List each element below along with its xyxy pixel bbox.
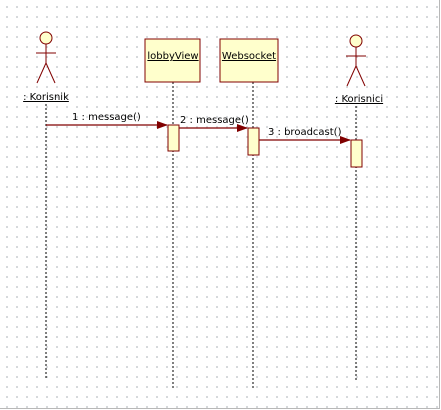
- activation-lobbyView[interactable]: [167, 124, 180, 152]
- message-1-arrowhead-icon: [157, 121, 168, 129]
- message-3-label: 3 : broadcast(): [268, 127, 342, 138]
- actor-korisnici-label: : Korisnici: [335, 94, 383, 105]
- websocket-box[interactable]: [219, 38, 279, 83]
- actor-korisnik-label: : Korisnik: [23, 92, 69, 103]
- activation-websocket[interactable]: [247, 127, 260, 156]
- message-2-label: 2 : message(): [180, 115, 249, 126]
- message-1-label: 1 : message(): [72, 112, 141, 123]
- websocket-label: Websocket: [222, 51, 276, 62]
- actor-korisnici-icon[interactable]: [346, 34, 366, 87]
- lobbyView-label: lobbyView: [147, 51, 198, 62]
- activation-korisnici[interactable]: [350, 139, 363, 168]
- message-3-arrowhead-icon: [340, 136, 351, 144]
- actor-korisnik-icon[interactable]: [36, 31, 56, 84]
- lobbyView-box[interactable]: [144, 38, 201, 83]
- message-2-arrowhead-icon: [237, 124, 248, 132]
